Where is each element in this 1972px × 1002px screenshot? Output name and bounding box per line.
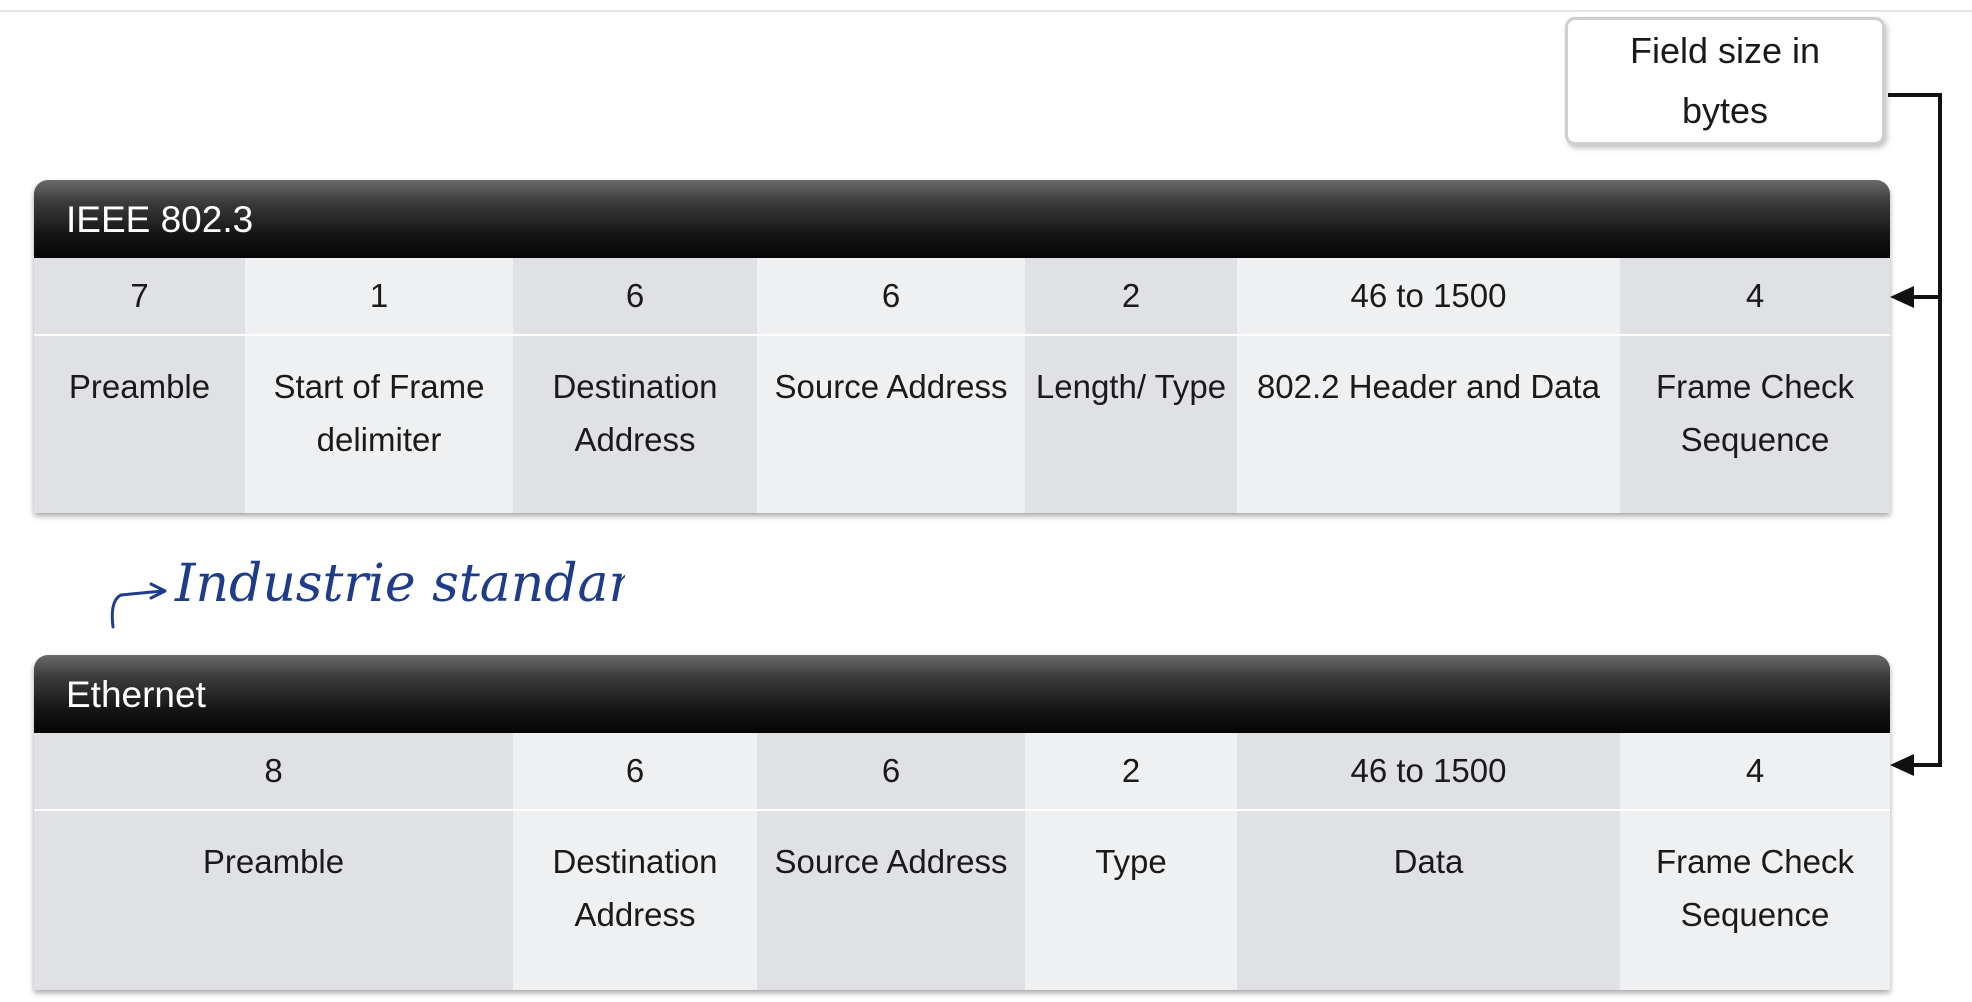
ieee-field-size-fcs: 4 xyxy=(1620,258,1890,336)
ethernet-field-grid: 8 6 6 2 46 to 1500 4 Preamble Destinatio… xyxy=(34,733,1890,990)
eth-field-size-type: 2 xyxy=(1025,733,1237,811)
eth-field-size-preamble: 8 xyxy=(34,733,513,811)
eth-field-name-destination: Destination Address xyxy=(513,811,757,990)
eth-field-size-data: 46 to 1500 xyxy=(1237,733,1620,811)
connector-line xyxy=(1888,93,1942,767)
eth-field-size-fcs: 4 xyxy=(1620,733,1890,811)
eth-field-size-source: 6 xyxy=(757,733,1025,811)
ethernet-header: Ethernet xyxy=(34,655,1890,733)
ieee-field-name-fcs: Frame Check Sequence xyxy=(1620,336,1890,513)
ieee-802-3-field-grid: 7 1 6 6 2 46 to 1500 4 Preamble Start of… xyxy=(34,258,1890,513)
eth-field-name-preamble: Preamble xyxy=(34,811,513,990)
legend-label: Field size in bytes xyxy=(1629,30,1821,131)
ieee-802-3-header: IEEE 802.3 xyxy=(34,180,1890,258)
eth-field-name-source: Source Address xyxy=(757,811,1025,990)
eth-field-size-destination: 6 xyxy=(513,733,757,811)
ieee-field-size-sfd: 1 xyxy=(245,258,513,336)
handwritten-arrow-icon xyxy=(110,589,165,629)
ieee-field-size-length-type: 2 xyxy=(1025,258,1237,336)
ieee-field-name-sfd: Start of Frame delimiter xyxy=(245,336,513,513)
ieee-field-size-data: 46 to 1500 xyxy=(1237,258,1620,336)
arrowhead-ieee-icon xyxy=(1890,286,1914,308)
eth-field-name-type: Type xyxy=(1025,811,1237,990)
handwritten-arrowhead-icon xyxy=(149,582,167,600)
top-divider xyxy=(0,10,1972,12)
handwritten-annotation: Industrie standard xyxy=(110,554,625,629)
ieee-field-name-destination: Destination Address xyxy=(513,336,757,513)
field-size-legend-box: Field size in bytes xyxy=(1565,17,1885,145)
eth-field-name-fcs: Frame Check Sequence xyxy=(1620,811,1890,990)
ieee-field-name-length-type: Length/ Type xyxy=(1025,336,1237,513)
ieee-field-size-destination: 6 xyxy=(513,258,757,336)
ethernet-frame-panel: Ethernet 8 6 6 2 46 to 1500 4 Preamble D… xyxy=(34,655,1890,990)
ieee-field-name-preamble: Preamble xyxy=(34,336,245,513)
arrowhead-ethernet-icon xyxy=(1890,754,1914,776)
ieee-field-size-preamble: 7 xyxy=(34,258,245,336)
ieee-field-name-data: 802.2 Header and Data xyxy=(1237,336,1620,513)
ieee-field-name-source: Source Address xyxy=(757,336,1025,513)
handwritten-text: Industrie standard xyxy=(174,554,625,614)
ieee-field-size-source: 6 xyxy=(757,258,1025,336)
ieee-802-3-frame-panel: IEEE 802.3 7 1 6 6 2 46 to 1500 4 Preamb… xyxy=(34,180,1890,513)
eth-field-name-data: Data xyxy=(1237,811,1620,990)
